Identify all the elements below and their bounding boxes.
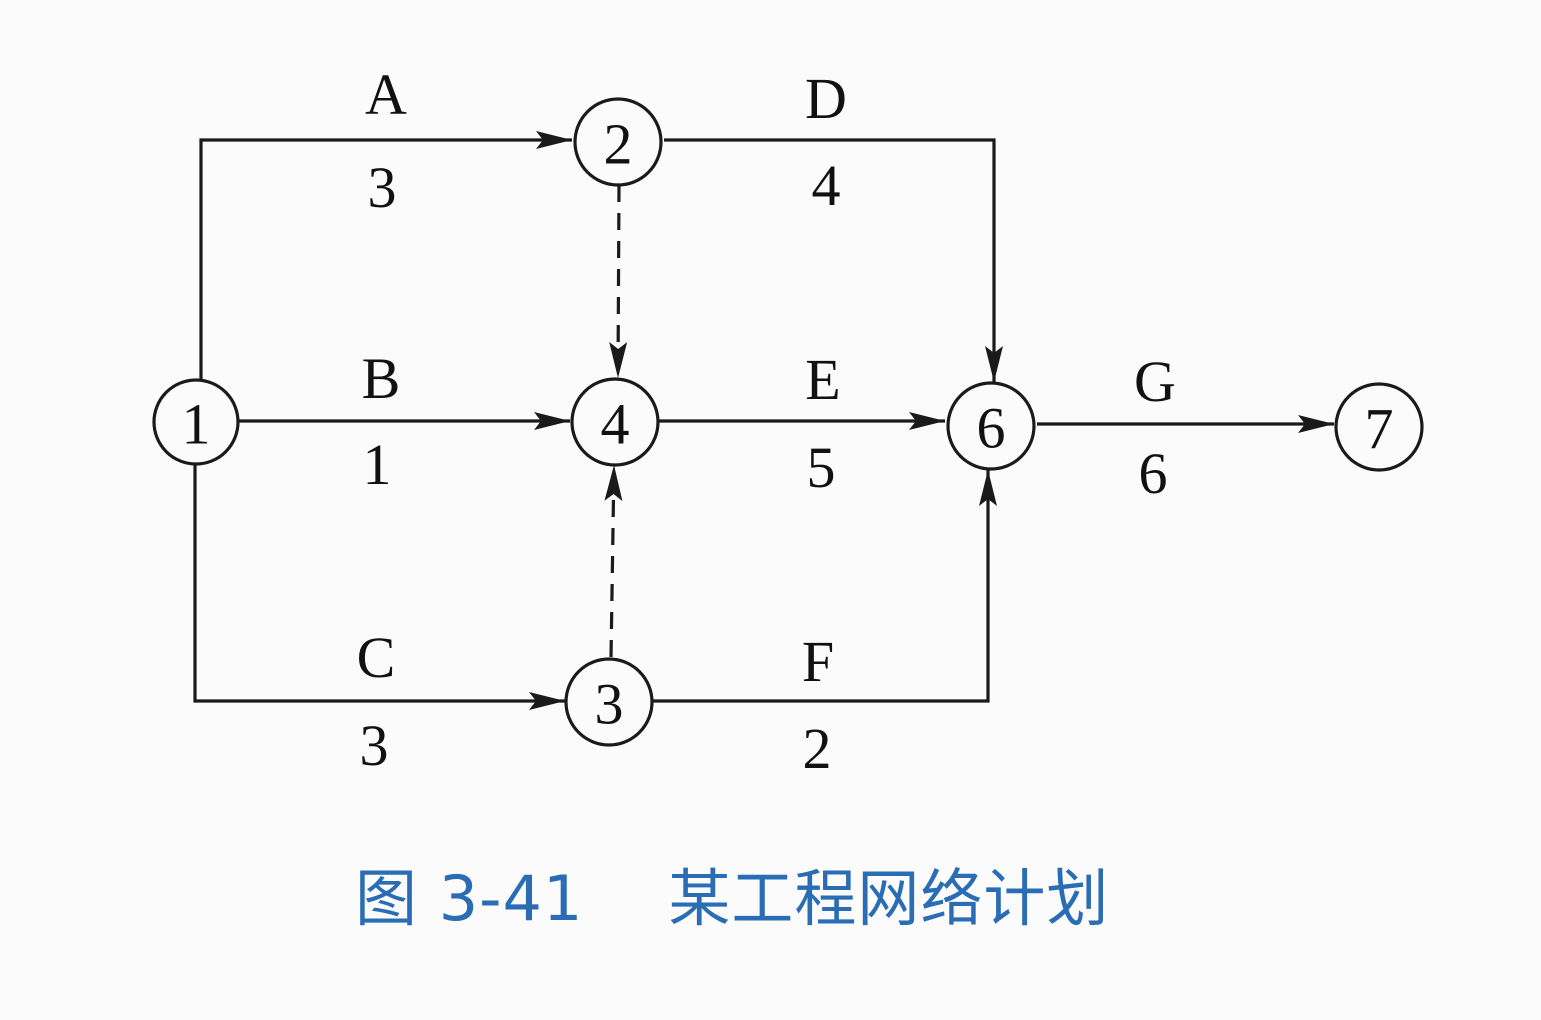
edge-g-activity-label: G [1134,349,1176,414]
node-4-label: 4 [601,392,630,457]
edge-a-line [199,131,572,385]
node-3-circle [564,657,654,747]
node-2-label: 2 [604,112,633,177]
edge-b-activity-label: B [362,346,401,411]
edges-layer [193,131,1334,710]
figure-number: 图 3-41 [355,862,584,935]
edge-f-duration-label: 2 [803,716,832,781]
node-6: 6 [946,381,1036,471]
nodes-layer: 1 2 3 4 6 7 [152,97,1424,747]
figure-title: 某工程网络计划 [668,862,1110,935]
node-6-circle [946,381,1036,471]
node-7-label: 7 [1365,397,1394,462]
node-3-label: 3 [595,672,624,737]
edge-c-duration-label: 3 [360,713,389,778]
edge-d-duration-label: 4 [812,153,841,218]
edge-c-line [193,459,565,710]
edge-g-duration-label: 6 [1139,441,1168,506]
figure-caption: 图 3-41 某工程网络计划 [355,848,1109,938]
edge-d-activity-label: D [805,66,847,131]
edge-a-activity-label: A [365,62,407,127]
edge-f-line [653,470,997,703]
node-2: 2 [573,97,663,187]
edge-f-activity-label: F [802,629,834,694]
node-1-label: 1 [182,392,211,457]
node-6-label: 6 [977,396,1006,461]
node-3: 3 [564,657,654,747]
edge-c-activity-label: C [357,625,396,690]
node-1-circle [152,378,240,466]
dummy-edge-3-4 [604,464,623,658]
edge-a-duration-label: 3 [368,155,397,220]
node-1: 1 [152,378,240,466]
edge-d-line [664,138,1003,382]
edge-e-activity-label: E [805,347,840,412]
edge-e-duration-label: 5 [807,435,836,500]
node-7-circle [1334,382,1424,472]
node-4-circle [570,377,660,467]
edge-b-duration-label: 1 [363,432,392,497]
edge-labels: A 3 B 1 C 3 D 4 E 5 F 2 G 6 [357,62,1176,781]
node-4: 4 [570,377,660,467]
node-2-circle [573,97,663,187]
dummy-edge-2-4 [609,184,628,379]
node-7: 7 [1334,382,1424,472]
